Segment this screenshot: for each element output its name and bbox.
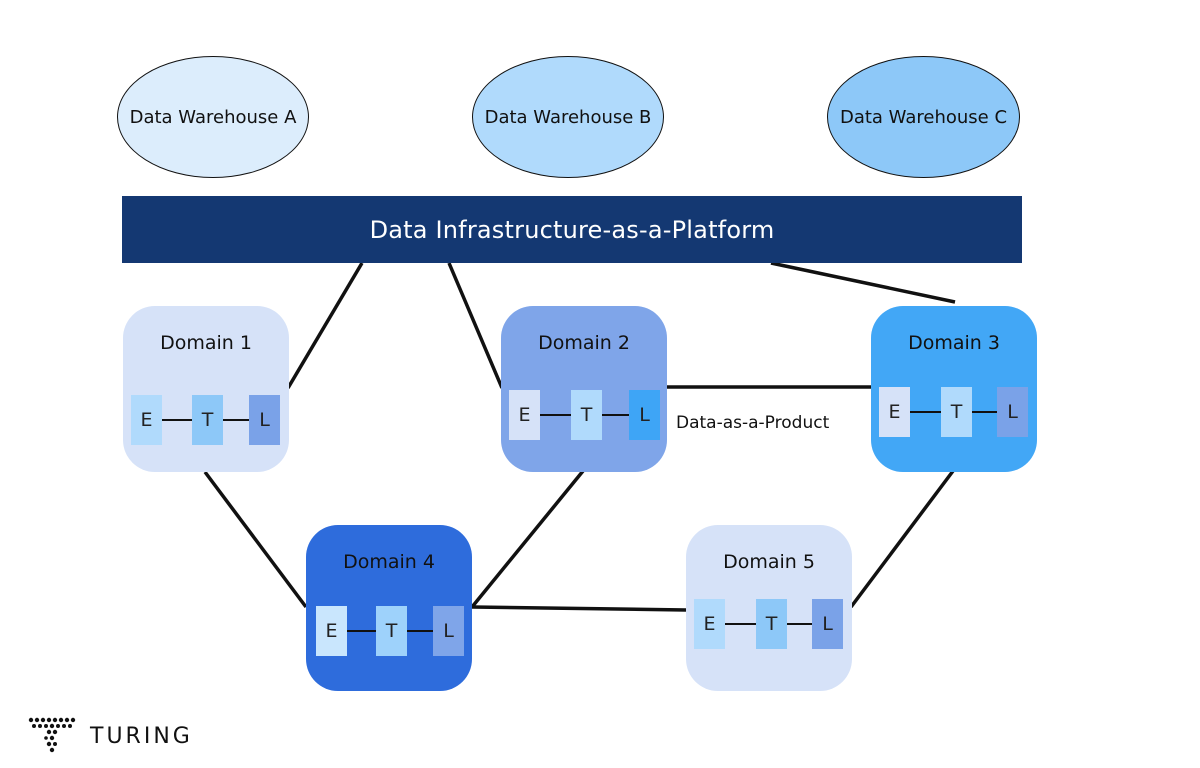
etl-connector [347, 630, 376, 632]
data-as-a-product-label: Data-as-a-Product [676, 413, 830, 433]
etl-extract-box: E [131, 395, 162, 445]
data-warehouse-b: Data Warehouse B [472, 56, 664, 178]
etl-connector [540, 414, 571, 416]
link-domain4-domain5 [471, 605, 687, 612]
etl-connector [602, 414, 629, 416]
etl-connector [407, 630, 433, 632]
data-warehouse-a: Data Warehouse A [117, 56, 309, 178]
etl-connector [787, 623, 812, 625]
etl-extract-box: E [509, 390, 540, 440]
etl-extract-box: E [879, 387, 910, 437]
link-domain3-domain5 [849, 469, 955, 609]
link-platform-domain1 [286, 262, 364, 389]
link-platform-domain2 [447, 262, 504, 389]
etl-load-box: L [812, 599, 843, 649]
link-domain1-domain4 [203, 470, 308, 609]
domain-title: Domain 1 [160, 332, 252, 354]
etl-transform-box: T [756, 599, 787, 649]
turing-logo: TURING [28, 716, 218, 756]
etl-transform-box: T [571, 390, 602, 440]
etl-load-box: L [249, 395, 280, 445]
etl-connector [910, 411, 941, 413]
etl-connector [162, 419, 192, 421]
etl-connector [223, 419, 249, 421]
etl-load-box: L [433, 606, 464, 656]
etl-extract-box: E [316, 606, 347, 656]
etl-transform-box: T [941, 387, 972, 437]
turing-logo-icon [28, 717, 76, 753]
domain-title: Domain 5 [723, 551, 815, 573]
platform-label: Data Infrastructure-as-a-Platform [369, 215, 775, 244]
domain-title: Domain 4 [343, 551, 435, 573]
etl-connector [972, 411, 997, 413]
domain-title: Domain 3 [908, 332, 1000, 354]
etl-transform-box: T [376, 606, 407, 656]
link-domain2-domain4 [470, 469, 585, 609]
etl-load-box: L [629, 390, 660, 440]
etl-extract-box: E [694, 599, 725, 649]
domain-title: Domain 2 [538, 332, 630, 354]
etl-load-box: L [997, 387, 1028, 437]
platform-bar: Data Infrastructure-as-a-Platform [122, 196, 1022, 263]
data-warehouse-c: Data Warehouse C [827, 56, 1020, 178]
etl-connector [725, 623, 756, 625]
turing-logo-text: TURING [90, 724, 193, 749]
etl-transform-box: T [192, 395, 223, 445]
link-platform-domain3 [770, 261, 956, 304]
